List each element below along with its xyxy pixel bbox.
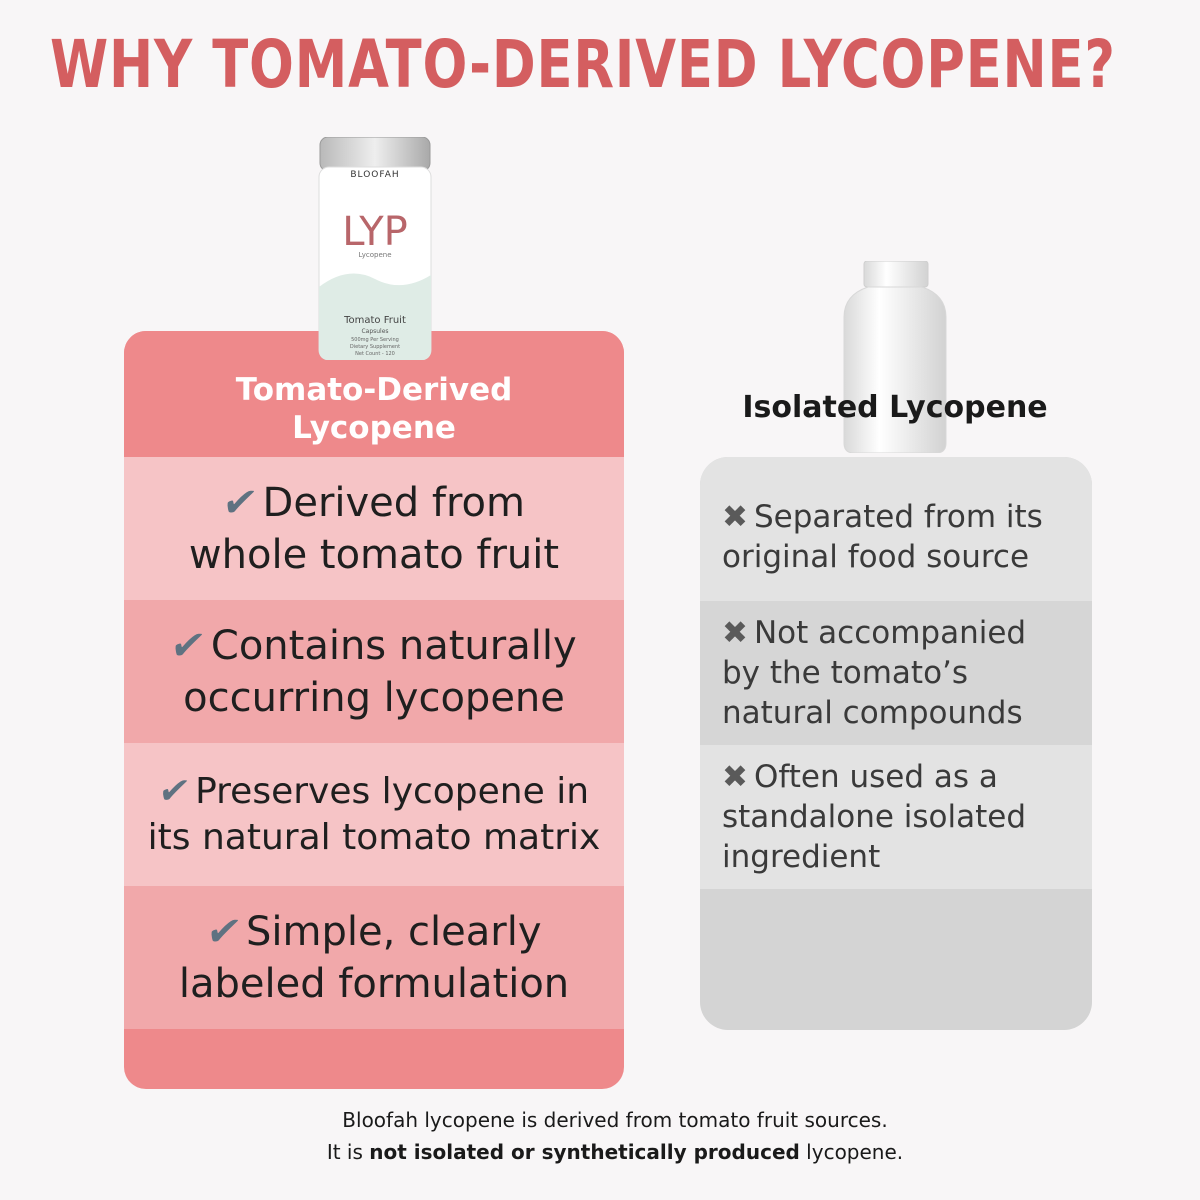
benefit-line: its natural tomato matrix bbox=[147, 816, 601, 858]
isolated-lycopene-title: Isolated Lycopene bbox=[742, 390, 1048, 425]
footnote-suffix: lycopene. bbox=[799, 1140, 904, 1164]
jar-line-2: Capsules bbox=[361, 328, 388, 335]
benefit-text: ✔Simple, clearly labeled formulation bbox=[161, 906, 587, 1010]
benefit-text: ✔Derived from whole tomato fruit bbox=[171, 477, 577, 581]
cross-icon: ✖ bbox=[722, 499, 748, 535]
title-line-1: Tomato-Derived bbox=[235, 372, 513, 408]
benefit-line: Derived from bbox=[262, 479, 525, 526]
footnote-emphasis: not isolated or synthetically produced bbox=[369, 1140, 800, 1164]
benefit-line: whole tomato fruit bbox=[188, 531, 560, 578]
footnote-prefix: It is bbox=[326, 1140, 370, 1164]
benefit-text: ✔Contains naturally occurring lycopene bbox=[153, 620, 594, 724]
drawback-line: Separated from its bbox=[753, 499, 1043, 535]
check-icon: ✔ bbox=[218, 479, 261, 526]
drawback-line: original food source bbox=[722, 539, 1030, 575]
jar-brand: BLOOFAH bbox=[350, 170, 399, 180]
benefit-line: Preserves lycopene in bbox=[195, 770, 590, 812]
check-icon: ✔ bbox=[202, 908, 245, 955]
jar-line-3: 500mg Per Serving bbox=[351, 337, 399, 343]
cross-icon: ✖ bbox=[722, 615, 748, 651]
benefit-line: occurring lycopene bbox=[183, 674, 565, 721]
cross-icon: ✖ bbox=[722, 759, 748, 795]
drawback-row: ✖Often used as a standalone isolated ing… bbox=[700, 745, 1092, 889]
jar-name: LYP bbox=[342, 209, 408, 255]
drawback-row: ✖Not accompanied by the tomato’s natural… bbox=[700, 601, 1092, 745]
jar-subtitle: Lycopene bbox=[358, 251, 391, 259]
drawback-line: standalone isolated bbox=[722, 799, 1027, 835]
benefit-row: ✔Simple, clearly labeled formulation bbox=[124, 886, 624, 1029]
tomato-derived-title: Tomato-Derived Lycopene bbox=[124, 371, 624, 447]
drawback-text: ✖Often used as a standalone isolated ing… bbox=[722, 757, 1070, 877]
jar-line-4: Dietary Supplement bbox=[350, 344, 400, 350]
page-headline: WHY TOMATO-DERIVED LYCOPENE? bbox=[50, 26, 1116, 103]
benefit-row: ✔Contains naturally occurring lycopene bbox=[124, 600, 624, 743]
check-icon: ✔ bbox=[155, 770, 193, 812]
isolated-lycopene-bottle bbox=[843, 261, 947, 453]
tomato-derived-card: Tomato-Derived Lycopene ✔Derived from wh… bbox=[124, 331, 624, 1089]
footnote-line-1: Bloofah lycopene is derived from tomato … bbox=[342, 1108, 888, 1132]
drawback-line: Often used as a bbox=[753, 759, 998, 795]
drawback-text: ✖Separated from its original food source bbox=[722, 469, 1070, 577]
drawback-line: Not accompanied bbox=[753, 615, 1027, 651]
isolated-lycopene-card: ✖Separated from its original food source… bbox=[700, 457, 1092, 1030]
footnote: Bloofah lycopene is derived from tomato … bbox=[0, 1104, 1200, 1168]
drawback-text: ✖Not accompanied by the tomato’s natural… bbox=[722, 613, 1070, 733]
footnote-line-2: It is not isolated or synthetically prod… bbox=[0, 1136, 1200, 1168]
lyp-product-jar: BLOOFAH LYP Lycopene Tomato Fruit Capsul… bbox=[318, 137, 432, 360]
benefit-line: Contains naturally bbox=[210, 622, 577, 669]
benefit-line: Simple, clearly bbox=[246, 908, 542, 955]
benefit-row: ✔Derived from whole tomato fruit bbox=[124, 457, 624, 600]
title-line-2: Lycopene bbox=[292, 410, 456, 446]
drawback-line: natural compounds bbox=[722, 695, 1023, 731]
benefit-row: ✔Preserves lycopene in its natural tomat… bbox=[124, 743, 624, 886]
drawback-line: ingredient bbox=[722, 839, 881, 875]
jar-line-1: Tomato Fruit bbox=[343, 315, 406, 326]
drawback-row: ✖Separated from its original food source bbox=[700, 457, 1092, 601]
jar-line-5: Net Count - 120 bbox=[355, 351, 395, 357]
drawback-line: by the tomato’s bbox=[722, 655, 969, 691]
check-icon: ✔ bbox=[167, 622, 209, 669]
benefit-line: labeled formulation bbox=[178, 960, 570, 1007]
benefit-text: ✔Preserves lycopene in its natural tomat… bbox=[130, 769, 619, 861]
